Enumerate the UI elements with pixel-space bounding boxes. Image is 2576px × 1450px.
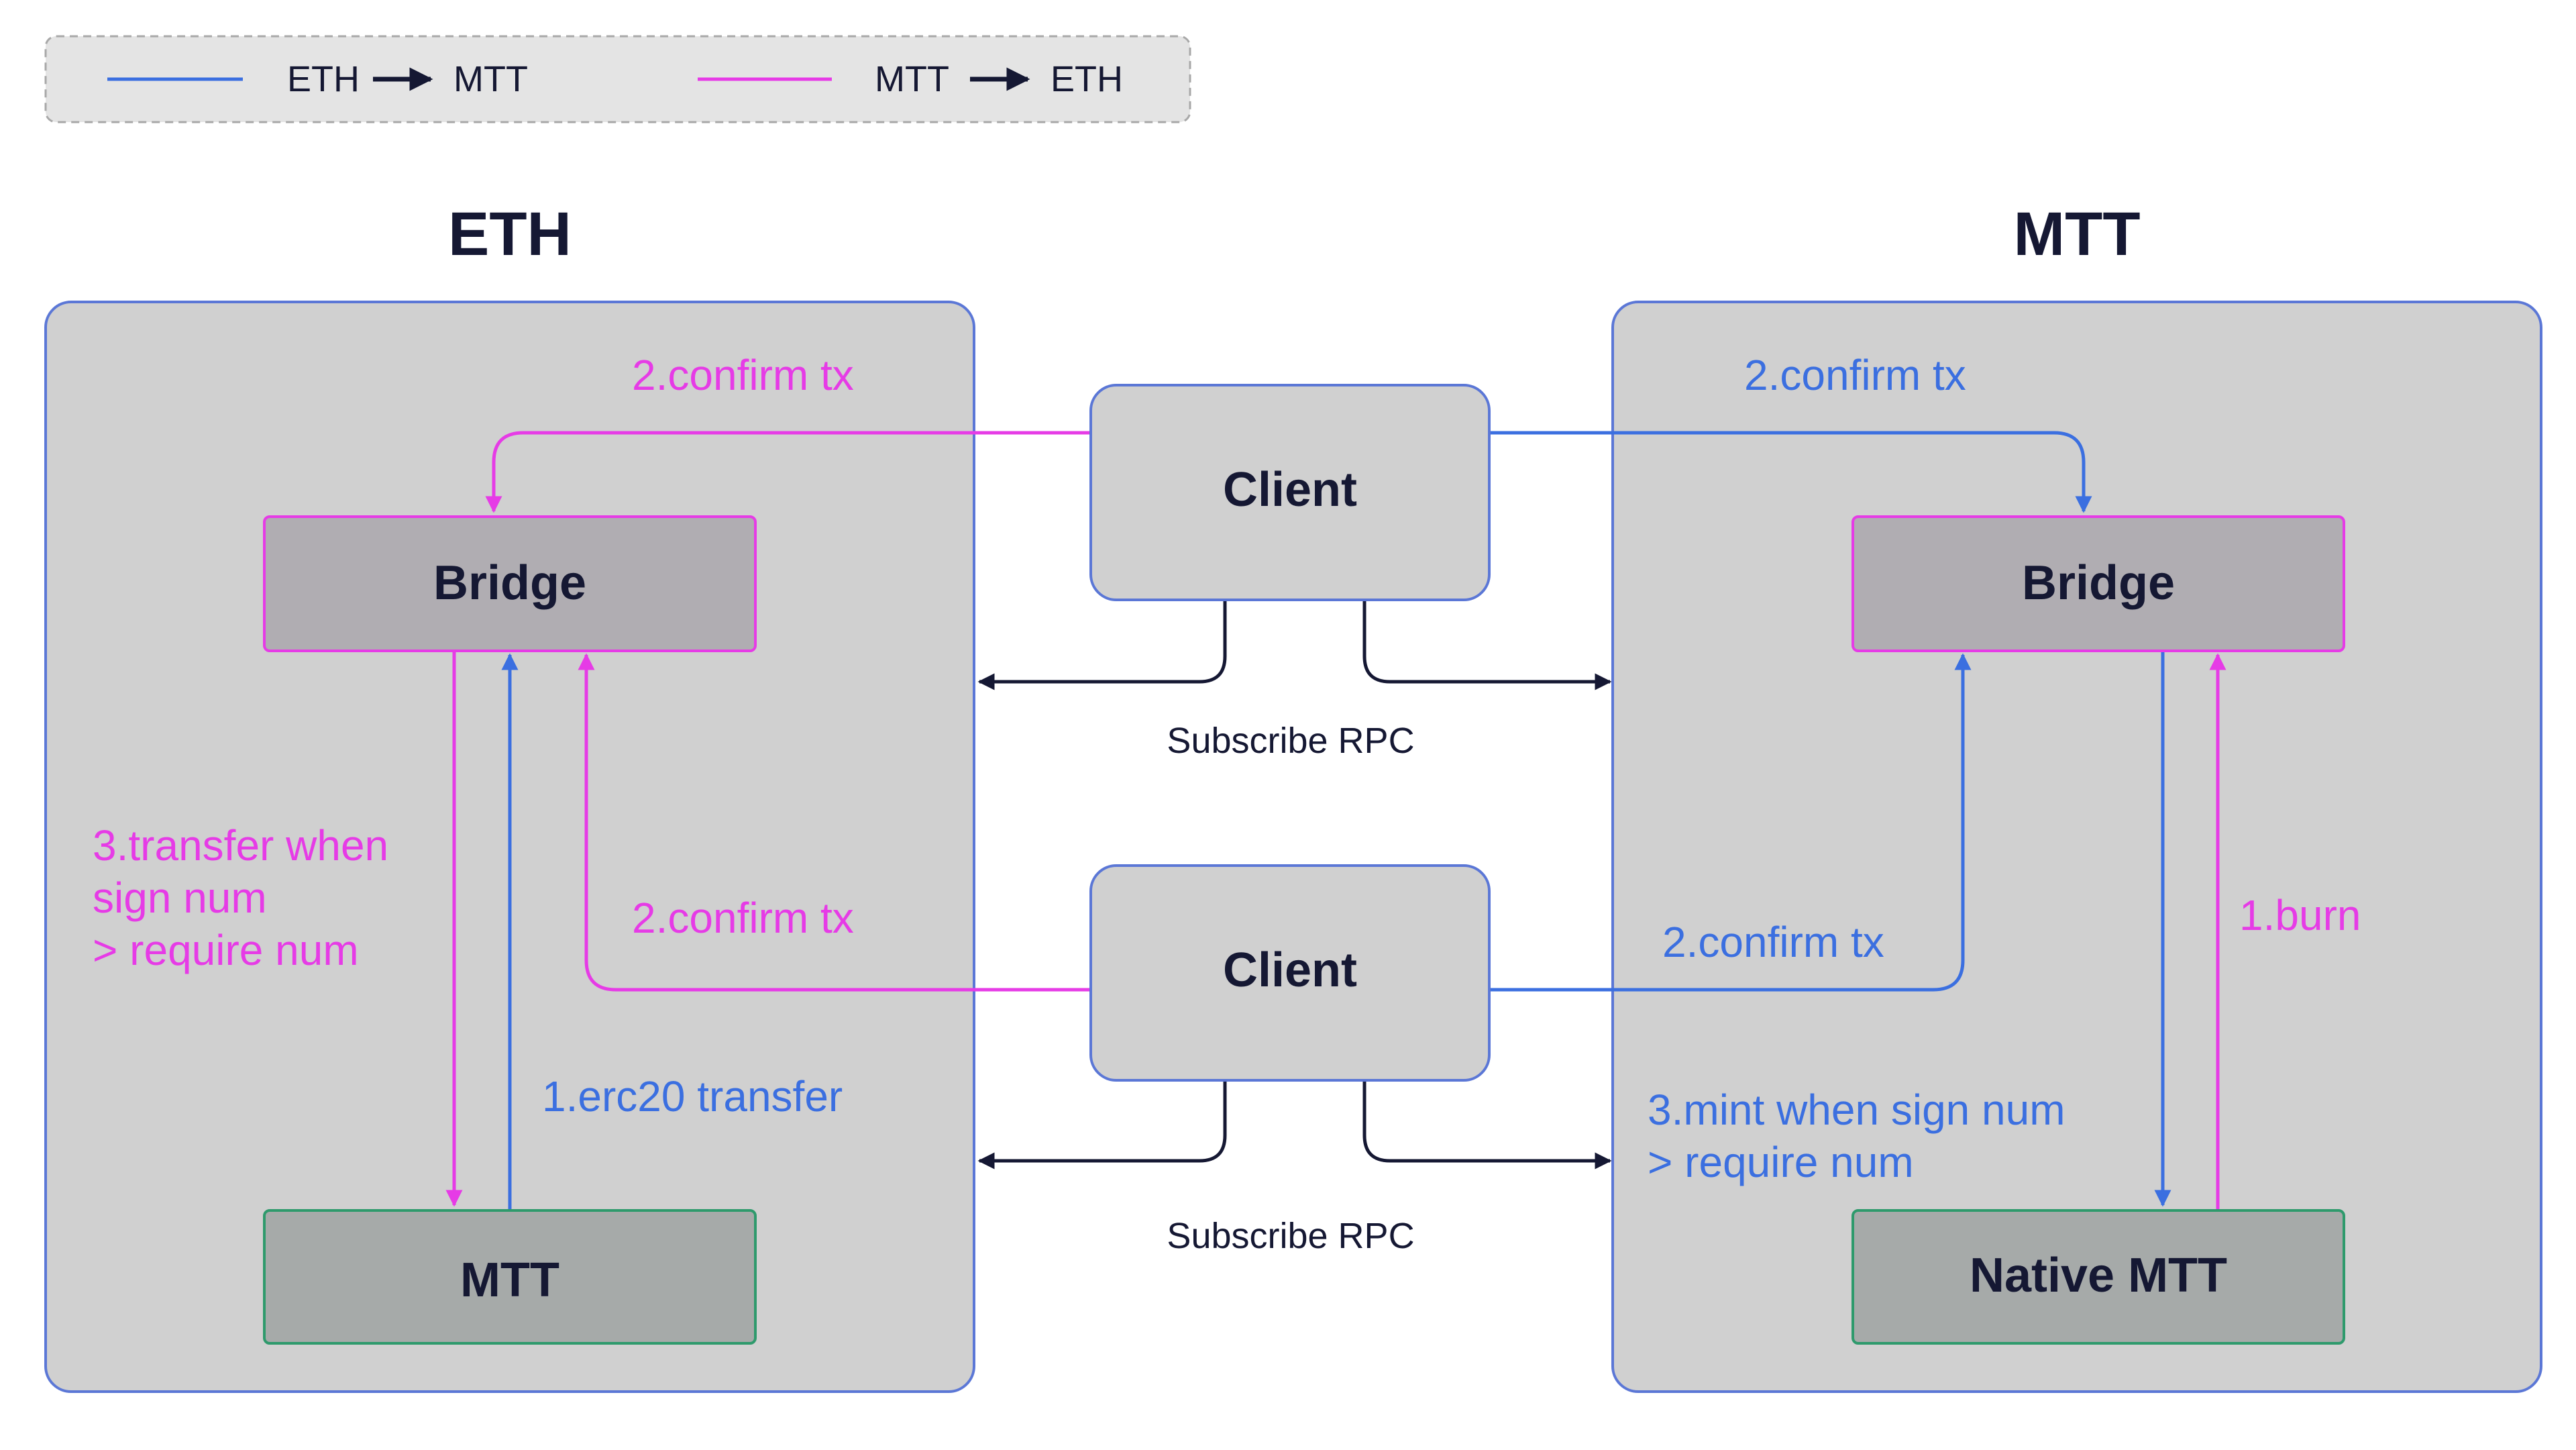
flow-client-top-to-eth-bridge xyxy=(485,431,1091,513)
eth-chain-title: ETH xyxy=(448,200,572,268)
legend-eth-to-mtt-from: ETH xyxy=(287,59,360,99)
legend: ETH MTT MTT ETH xyxy=(44,35,1191,123)
flow-client-bottom-to-eth-bridge xyxy=(578,653,1091,992)
mtt-token-label: Native MTT xyxy=(1970,1249,2227,1302)
eth-token-box xyxy=(263,1209,757,1345)
rpc-bottom-left-connector xyxy=(977,1082,1227,1170)
mtt-mint-label-line-2: > require num xyxy=(1648,1138,1914,1186)
rpc-bottom-right-connector xyxy=(1362,1082,1612,1170)
client-top-label: Client xyxy=(1223,463,1357,517)
client-bottom-label: Client xyxy=(1223,943,1357,997)
rpc-top-left-connector xyxy=(977,601,1227,690)
client-top-box xyxy=(1089,384,1491,601)
mtt-bridge-label: Bridge xyxy=(2022,556,2175,610)
mtt-burn-label: 1.burn xyxy=(2239,891,2361,939)
legend-mtt-to-eth-to: ETH xyxy=(1051,59,1123,99)
eth-transfer-label-line-2: sign num xyxy=(93,874,267,922)
client-bottom-box xyxy=(1089,864,1491,1082)
legend-eth-to-mtt-to: MTT xyxy=(453,59,528,99)
subscribe-rpc-top-label: Subscribe RPC xyxy=(1167,721,1414,761)
flow-client-bottom-to-mtt-bridge xyxy=(1489,653,1972,992)
eth-bridge-box xyxy=(263,515,757,652)
subscribe-rpc-bottom-label: Subscribe RPC xyxy=(1167,1216,1414,1256)
flow-client-top-to-mtt-bridge xyxy=(1489,431,2092,513)
legend-mtt-to-eth-from: MTT xyxy=(875,59,949,99)
mtt-confirm-bottom-label: 2.confirm tx xyxy=(1662,918,1884,966)
mtt-bridge-box xyxy=(1851,515,2345,652)
rpc-top-right-connector xyxy=(1362,601,1612,690)
eth-transfer-label-line-3: > require num xyxy=(93,926,359,974)
eth-erc20-label: 1.erc20 transfer xyxy=(542,1072,843,1121)
eth-transfer-label-line-1: 3.transfer when xyxy=(93,821,388,870)
mtt-confirm-top-label: 2.confirm tx xyxy=(1744,351,1966,399)
legend-box xyxy=(44,35,1191,123)
mtt-chain-title: MTT xyxy=(2013,200,2140,268)
mtt-token-box xyxy=(1851,1209,2345,1345)
eth-confirm-bottom-label: 2.confirm tx xyxy=(632,894,854,942)
eth-bridge-label: Bridge xyxy=(433,556,586,610)
eth-confirm-top-label: 2.confirm tx xyxy=(632,351,854,399)
eth-token-label: MTT xyxy=(460,1253,559,1307)
mtt-mint-label-line-1: 3.mint when sign num xyxy=(1648,1086,2065,1134)
